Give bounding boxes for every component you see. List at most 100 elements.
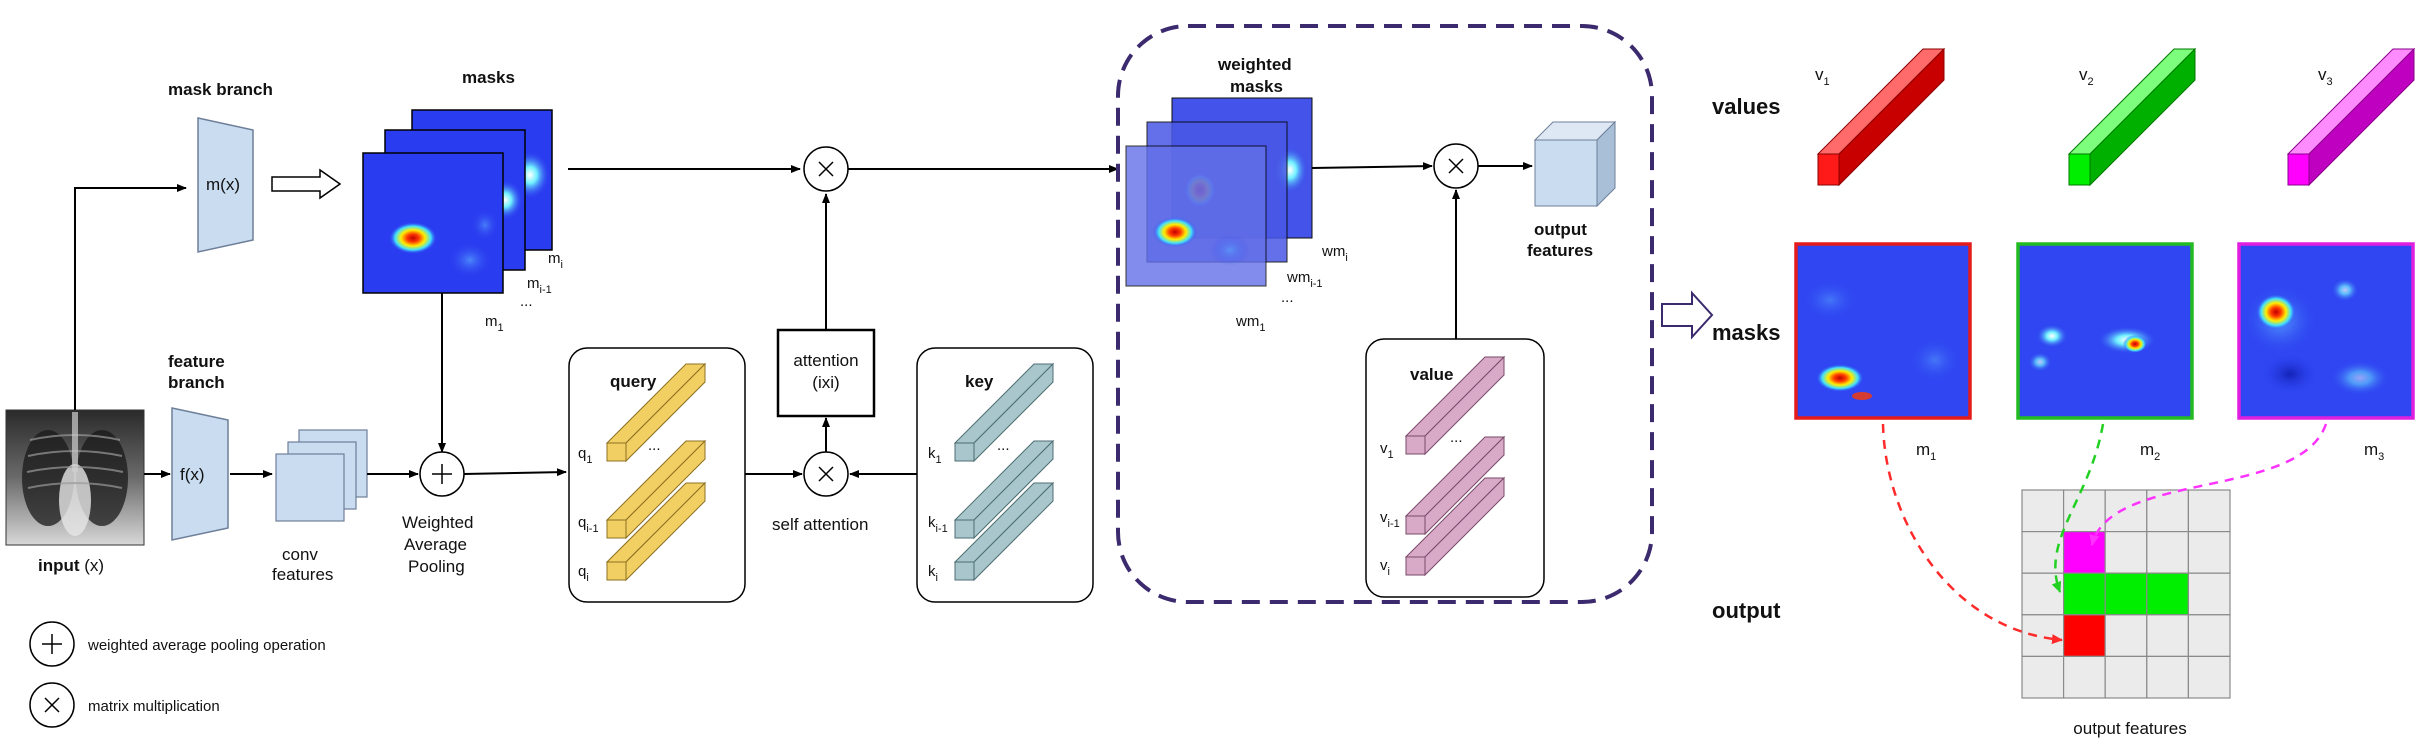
key-title: key <box>965 372 994 391</box>
value-bars <box>1404 355 1506 577</box>
self-attention-label: self attention <box>772 515 868 534</box>
feature-branch-label-2: branch <box>168 373 225 392</box>
query-bars <box>605 362 707 582</box>
output-grid-cell <box>2187 530 2231 574</box>
pooling-label-1: Weighted <box>402 513 474 532</box>
mask-branch-trapezoid <box>197 117 254 253</box>
output-grid-cell <box>2021 614 2065 657</box>
mask-hollow-arrow <box>271 168 342 200</box>
output-grid-cell <box>2187 489 2231 533</box>
right-m3: m3 <box>2364 440 2384 463</box>
value-vi1: vi-1 <box>1380 509 1400 530</box>
mask-m3-image <box>2237 242 2415 420</box>
pooling-label-3: Pooling <box>408 557 465 576</box>
weighted-region-dashed <box>1116 24 1654 604</box>
key-ki: ki <box>928 563 938 584</box>
arrow-weighted-to-multiply <box>1311 162 1433 171</box>
output-grid-cell <box>2063 572 2106 616</box>
mask-attention-multiply-icon <box>803 146 849 192</box>
weighted-mask-stack <box>1125 97 1313 287</box>
right-m2: m2 <box>2140 440 2160 463</box>
value-v1: v1 <box>1380 440 1394 461</box>
output-grid-cell <box>2187 572 2231 616</box>
mask-m1-image <box>1794 242 1972 420</box>
key-k1: k1 <box>928 445 942 466</box>
weighted-pooling-plus-icon <box>419 451 465 497</box>
output-grid-cell <box>2063 530 2106 574</box>
output-grid-cell <box>2146 655 2190 699</box>
legend-times-text: matrix multiplication <box>88 698 220 715</box>
legend-plus-icon <box>29 621 75 667</box>
key-ki1: ki-1 <box>928 514 948 535</box>
output-grid-cell <box>2104 655 2148 699</box>
mask-label-mi1: mi-1 <box>527 275 552 296</box>
output-grid-cell <box>2104 572 2148 616</box>
conv-features-stack <box>275 429 368 522</box>
output-grid-cell <box>2104 614 2148 657</box>
mask-label-mi: mi <box>548 250 563 271</box>
wm-label-i1: wmi-1 <box>1286 269 1323 290</box>
output-grid-cell <box>2187 614 2231 657</box>
output-grid-cell <box>2146 572 2190 616</box>
output-features-caption: output features <box>2073 719 2186 738</box>
output-grid-cell <box>2021 489 2065 533</box>
dashed-arrow-m1-to-output <box>1881 423 2063 645</box>
value-dots: ... <box>1450 429 1463 446</box>
right-v1: v1 <box>1815 65 1830 88</box>
weighted-masks-label-2: masks <box>1230 77 1283 96</box>
output-grid-cell <box>2021 655 2065 699</box>
pooling-label-2: Average <box>404 535 467 554</box>
masks-row-label: masks <box>1712 320 1781 345</box>
right-v3: v3 <box>2318 65 2333 88</box>
dashed-arrow-m2-to-output <box>2051 423 2105 593</box>
mask-fn-label: m(x) <box>206 175 240 194</box>
output-grid-cell <box>2063 614 2106 657</box>
arrow-pooling-to-query <box>463 468 567 477</box>
values-row-label: values <box>1712 94 1781 119</box>
value-title: value <box>1410 365 1453 384</box>
query-qi1: qi-1 <box>578 514 599 535</box>
mask-stack <box>362 109 553 294</box>
output-grid-cell <box>2146 614 2190 657</box>
output-features-cube <box>1533 120 1617 208</box>
legend-plus-text: weighted average pooling operation <box>87 637 326 654</box>
output-grid-cell <box>2146 530 2190 574</box>
xray-image <box>5 409 145 546</box>
feature-fn-label: f(x) <box>180 465 205 484</box>
output-grid-cell <box>2063 489 2106 533</box>
value-vi: vi <box>1380 557 1390 578</box>
wm-label-1: wm1 <box>1235 313 1265 334</box>
mask-m2-image <box>2016 242 2194 420</box>
legend-times-icon <box>29 682 75 728</box>
output-row-label: output <box>1712 598 1781 623</box>
self-attention-multiply-icon <box>803 451 849 497</box>
output-features-grid <box>2021 489 2231 699</box>
key-dots: ... <box>997 437 1010 454</box>
output-features-label-1: output <box>1534 220 1587 239</box>
key-bars <box>953 362 1055 582</box>
value-multiply-icon <box>1433 143 1479 189</box>
conv-label-1: conv <box>282 545 318 564</box>
output-grid-cell <box>2104 530 2148 574</box>
output-grid-cell <box>2187 655 2231 699</box>
output-grid-cell <box>2104 489 2148 533</box>
mask-label-dots: ... <box>520 293 533 310</box>
output-grid-cell <box>2146 489 2190 533</box>
value-bar-green <box>2067 47 2197 187</box>
wm-label-i: wmi <box>1321 243 1348 264</box>
feature-branch-label-1: feature <box>168 352 225 371</box>
wm-label-dots: ... <box>1281 289 1294 306</box>
attention-box <box>776 328 876 418</box>
query-q1: q1 <box>578 445 592 466</box>
right-m1: m1 <box>1916 440 1936 463</box>
value-bar-red <box>1816 47 1946 187</box>
output-grid-cell <box>2063 655 2106 699</box>
query-title: query <box>610 372 657 391</box>
attention-label-2: (ixi) <box>812 373 839 392</box>
query-qi: qi <box>578 563 589 584</box>
feature-branch-trapezoid <box>171 407 229 541</box>
mask-label-m1: m1 <box>485 313 504 334</box>
conv-label-2: features <box>272 565 333 584</box>
arrow-input-to-mask-branch <box>74 184 187 410</box>
